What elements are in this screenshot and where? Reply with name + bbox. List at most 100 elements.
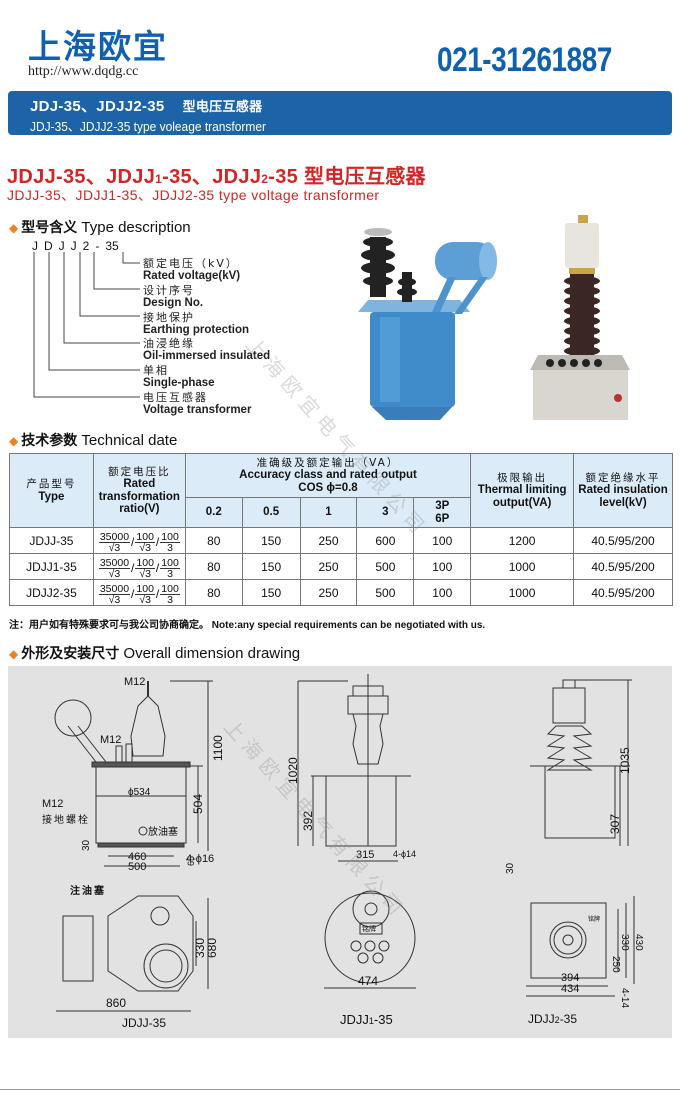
caption-part: -35 bbox=[373, 1012, 393, 1027]
desc-cn: 油浸绝缘 bbox=[143, 337, 195, 350]
cell-3p6p: 100 bbox=[413, 527, 472, 554]
caption-part: JDJJ bbox=[528, 1012, 555, 1026]
cell-1: 250 bbox=[299, 579, 358, 606]
den: 3 bbox=[167, 593, 173, 606]
desc-en: Rated voltage(kV) bbox=[143, 270, 241, 282]
header-cn: 额定电压比 bbox=[108, 465, 171, 478]
desc-en: Oil-immersed insulated bbox=[143, 350, 271, 362]
diamond-bullet-icon: ◆ bbox=[9, 221, 19, 235]
cell-1: 250 bbox=[299, 527, 358, 554]
brand-logo: 上海欧宜 bbox=[28, 27, 168, 66]
cell-insulation: 40.5/95/200 bbox=[573, 579, 673, 606]
den: 3 bbox=[167, 541, 173, 554]
header-class-3: 3 bbox=[356, 497, 415, 528]
cell-3: 500 bbox=[356, 579, 415, 606]
cell-type: JDJJ1-35 bbox=[9, 553, 94, 580]
header-en: Accuracy class and rated output bbox=[239, 469, 417, 482]
website-url[interactable]: http://www.dqdg.cc bbox=[28, 64, 139, 79]
code-char: 2 bbox=[82, 239, 90, 253]
dim-1035: 1035 bbox=[618, 747, 632, 774]
header-cn: 极限输出 bbox=[497, 471, 548, 484]
cell-0.2: 80 bbox=[184, 527, 243, 554]
num: 35000 bbox=[98, 556, 131, 569]
cell-3p6p: 100 bbox=[413, 553, 472, 580]
dim-307: 307 bbox=[608, 813, 622, 834]
section-heading-en: Technical date bbox=[81, 432, 178, 449]
product-subtitle: JDJJ-35、JDJJ1-35、JDJJ2-35 type voltage t… bbox=[7, 187, 380, 203]
cell-0.5: 150 bbox=[241, 527, 301, 554]
den: √3 bbox=[139, 593, 151, 606]
den: √3 bbox=[108, 567, 121, 580]
header-cn: 额定绝缘水平 bbox=[585, 471, 661, 484]
cell-insulation: 40.5/95/200 bbox=[573, 553, 673, 580]
cell-insulation: 40.5/95/200 bbox=[573, 527, 673, 554]
cell-thermal: 1000 bbox=[470, 553, 575, 580]
title-cn: 型电压互感器 bbox=[304, 164, 426, 188]
header-cos: COS ϕ=0.8 bbox=[298, 481, 358, 494]
desc-cn: 接地保护 bbox=[143, 311, 195, 324]
caption-sub: 1 bbox=[368, 1016, 374, 1026]
dim-392: 392 bbox=[301, 810, 315, 831]
desc-cn: 额定电压（kV） bbox=[143, 257, 239, 270]
label-m12-mid: M12 bbox=[100, 734, 122, 746]
product-photo-jdjj2-35 bbox=[530, 215, 630, 420]
cell-0.5: 150 bbox=[241, 579, 301, 606]
banner-subtitle: JDJ-35、JDJJ2-35 type voleage transformer bbox=[30, 119, 266, 134]
section-dimension-drawing: ◆外形及安装尺寸 Overall dimension drawing bbox=[9, 643, 300, 663]
section-heading-en: Overall dimension drawing bbox=[123, 645, 301, 662]
desc-en: Single-phase bbox=[143, 377, 215, 389]
banner-models: JDJ-35、JDJJ2-35 bbox=[30, 98, 165, 115]
dim-680: 680 bbox=[205, 937, 219, 958]
dim-860: 860 bbox=[106, 996, 127, 1010]
header-en: Rated insulation bbox=[578, 484, 668, 497]
note-en: Note:any special requirements can be neg… bbox=[211, 620, 486, 631]
dim-315: 315 bbox=[356, 849, 375, 861]
dim-474: 474 bbox=[358, 974, 379, 988]
cell-3: 600 bbox=[356, 527, 415, 554]
code-char: D bbox=[44, 239, 53, 253]
dim-4-14-d3: 4-14 bbox=[619, 988, 630, 1009]
cell-3p6p: 100 bbox=[413, 579, 472, 606]
header-en: Thermal limiting bbox=[477, 484, 567, 497]
header-3p: 3P bbox=[435, 500, 450, 512]
header-en: ratio(V) bbox=[119, 503, 160, 515]
cell-3: 500 bbox=[356, 553, 415, 580]
num: 100 bbox=[135, 556, 155, 569]
section-heading-en: Type description bbox=[81, 219, 191, 236]
table-note: 注：用户如有特殊要求可与我公司协商确定。 Note:any special re… bbox=[9, 616, 485, 631]
cell-0.5: 150 bbox=[241, 553, 301, 580]
label-drain-plug: 放油塞 bbox=[148, 827, 178, 838]
page-header: 上海欧宜 http://www.dqdg.cc 021-31261887 bbox=[0, 0, 680, 90]
dim-434: 434 bbox=[561, 983, 580, 995]
title-sub: 1 bbox=[155, 172, 163, 186]
desc-cn: 单相 bbox=[143, 364, 169, 377]
num: 35000 bbox=[98, 582, 131, 595]
dim-504: 504 bbox=[191, 793, 205, 814]
title-part: JDJJ-35、JDJJ bbox=[7, 166, 156, 188]
code-char: J bbox=[32, 239, 38, 253]
cell-type: JDJJ-35 bbox=[9, 527, 94, 554]
section-heading-cn: 外形及安装尺寸 bbox=[21, 646, 120, 662]
label-nameplate-d3: 铭牌 bbox=[588, 916, 601, 923]
label-fill-plug: 注油塞 bbox=[70, 886, 106, 897]
dim-394: 394 bbox=[561, 972, 580, 984]
diamond-bullet-icon: ◆ bbox=[9, 434, 19, 448]
